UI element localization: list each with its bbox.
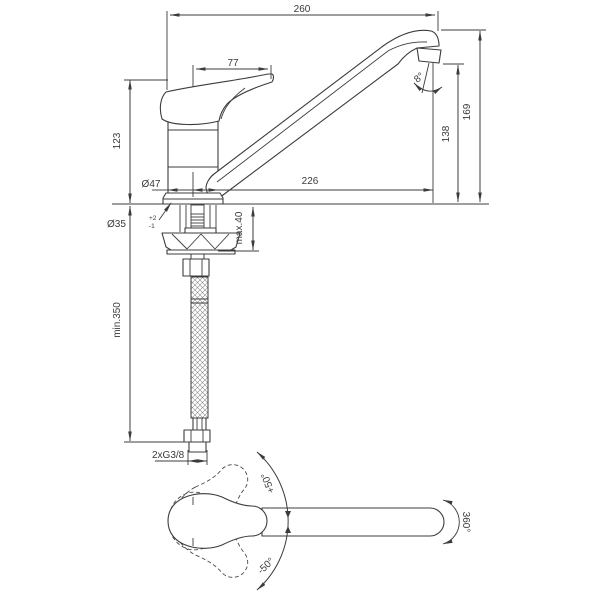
- leader-arrow: [158, 202, 172, 221]
- arc-center-mark-upper: [285, 511, 291, 518]
- dim-text-226: 226: [302, 176, 319, 187]
- supply-hose: [183, 276, 211, 453]
- dim-169-total-height: 169: [441, 29, 486, 203]
- tolerance-plus: +2: [149, 215, 157, 222]
- dim-8deg-aerator-angle: 8°: [412, 62, 443, 95]
- mounting-assembly: [112, 203, 489, 453]
- handle-swivel-arc: [256, 451, 289, 591]
- dim-text-169: 169: [462, 103, 473, 120]
- dim-text-123: 123: [112, 132, 123, 149]
- dim-77-handle-length: 77: [192, 58, 272, 87]
- dim-35-hole-diameter: Ø35 +2 -1: [107, 202, 172, 230]
- dim-260-overall-width: 260: [166, 4, 439, 90]
- dim-text-min350: min.350: [112, 302, 123, 338]
- dim-text-77: 77: [227, 58, 239, 69]
- bracket-boss: [184, 227, 217, 234]
- aerator: [416, 47, 442, 64]
- hose-nipple: [188, 441, 207, 453]
- dim-text-max40: max.40: [234, 211, 245, 244]
- spout-swivel-arc: [442, 499, 460, 545]
- arc-center-mark-lower: [285, 526, 291, 533]
- dim-min350-hose-length: min.350: [112, 205, 186, 443]
- side-view-faucet: [159, 29, 442, 205]
- dim-text-2xg38: 2xG3/8: [152, 450, 185, 461]
- thread-ticks: [191, 213, 204, 230]
- dim-text-360: 360°: [460, 512, 471, 533]
- handle-position-plus50-dashed: [169, 464, 249, 551]
- hose-collar: [192, 417, 207, 431]
- dim-text-138: 138: [441, 125, 452, 142]
- handle-detail-line: [220, 87, 246, 120]
- hose-nut: [183, 429, 211, 443]
- dim-text-plus50: +50°: [259, 471, 277, 495]
- lever-handle: [159, 73, 275, 126]
- angle-arc: [413, 82, 443, 95]
- swivel-spout: [205, 29, 440, 200]
- dim-text-d35: Ø35: [107, 219, 126, 230]
- bracket-webs: [171, 233, 230, 250]
- dim-text-260: 260: [294, 4, 311, 15]
- handle-top-view: [167, 493, 268, 549]
- dim-text-minus50: -50°: [256, 556, 277, 577]
- top-view: +50° -50° 360°: [167, 451, 471, 591]
- stud-stub: [190, 253, 205, 260]
- dim-123-height: 123: [112, 79, 168, 204]
- dim-text-d47: Ø47: [142, 179, 161, 190]
- fixing-nut: [182, 258, 210, 277]
- handle-position-minus50-dashed: [169, 491, 249, 578]
- tolerance-minus: -1: [149, 223, 155, 230]
- spout-highlight-line: [216, 41, 428, 183]
- dim-138-outlet-height: 138: [441, 63, 464, 203]
- dim-max40-counter-thickness: max.40: [218, 206, 259, 252]
- dim-g38-connection: 2xG3/8: [152, 450, 208, 465]
